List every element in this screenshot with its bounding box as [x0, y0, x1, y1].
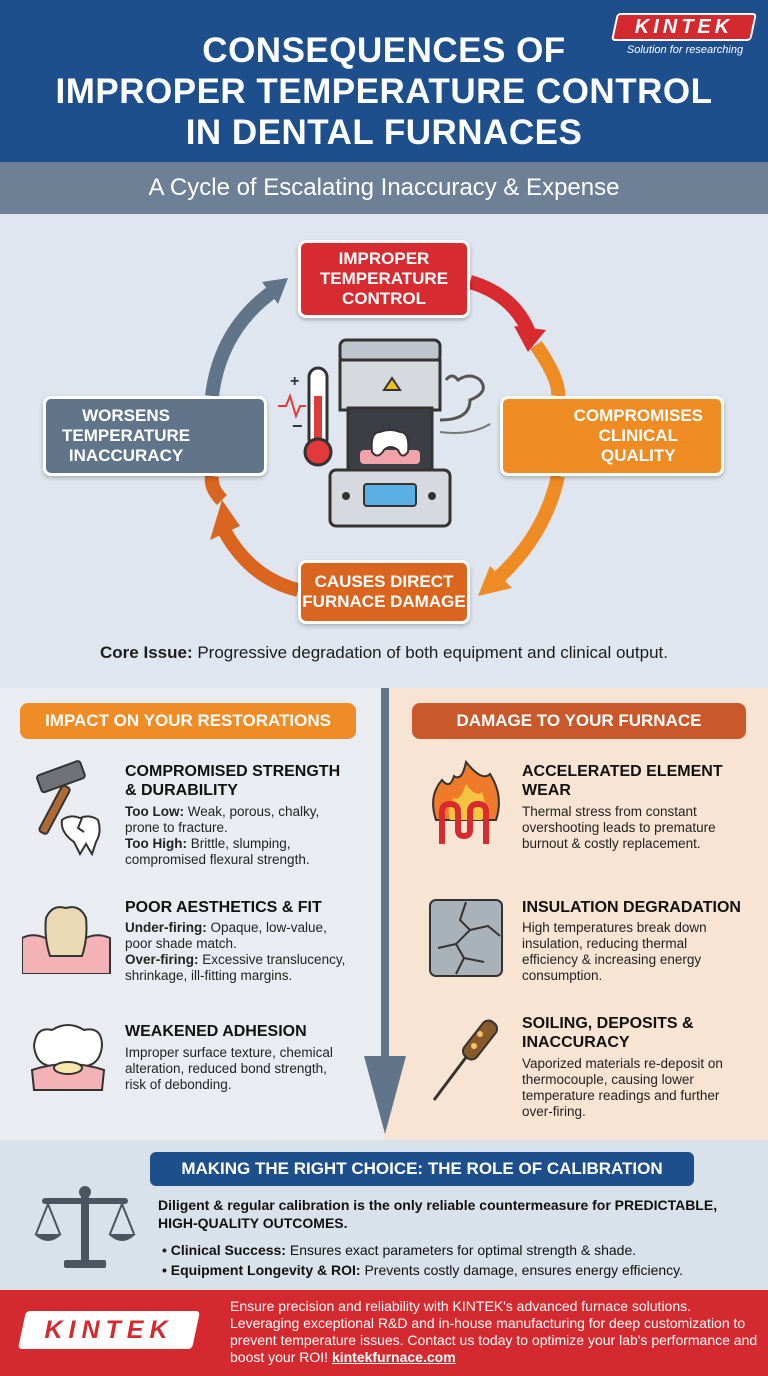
cracked-insulation-icon: [429, 899, 503, 977]
arrow-connector-right: [530, 341, 566, 397]
steam-icon: [439, 374, 485, 422]
page-subtitle: A Cycle of Escalating Inaccuracy & Expen…: [148, 174, 620, 201]
thermocouple-icon: [432, 1019, 499, 1101]
core-issue-text: Core Issue: Progressive degradation of b…: [100, 643, 668, 662]
logo-tagline: Solution for researching: [626, 44, 744, 56]
list-item: Equipment Longevity & ROI: Prevents cost…: [162, 1260, 758, 1280]
restoration-item-body-aesthetics: Under-firing: Opaque, low-value, poor sh…: [125, 920, 346, 983]
restorations-heading: IMPACT ON YOUR RESTORATIONS: [20, 703, 356, 739]
calibration-statement: Diligent & regular calibration is the on…: [158, 1197, 718, 1231]
arrow-top-right: [467, 275, 537, 338]
website-link[interactable]: kintekfurnace.com: [331, 1349, 456, 1365]
cycle-step-furnace-damage: CAUSES DIRECT FURNACE DAMAGE: [298, 560, 470, 624]
cycle-step-worsens-inaccuracy: WORSENS TEMPERATURE INACCURACY: [43, 396, 267, 476]
furnace-item-body-element-wear: Thermal stress from constant overshootin…: [522, 804, 716, 851]
arrow-head-top-right: [514, 326, 546, 352]
flame-element-icon: [432, 760, 500, 844]
arrow-head-bottom-left: [210, 500, 240, 540]
furnace-item-body-soiling: Vaporized materials re-deposit on thermo…: [522, 1056, 723, 1119]
restoration-item-title-adhesion: WEAKENED ADHESION: [125, 1023, 307, 1040]
cycle-step-improper-control: IMPROPER TEMPERATURE CONTROL: [298, 240, 470, 318]
tooth-gum-icon: [22, 906, 111, 974]
furnace-icon: [328, 338, 452, 528]
furnace-item-title-soiling: SOILING, DEPOSITS & INACCURACY: [522, 1015, 694, 1051]
arrow-bottom-left: [217, 526, 300, 597]
cycle-step-compromises-quality: COMPROMISES CLINICAL QUALITY: [500, 396, 724, 476]
thermometer-icon: + −: [278, 366, 333, 467]
scale-icon: [34, 1186, 136, 1268]
page-title: CONSEQUENCES OF IMPROPER TEMPERATURE CON…: [55, 31, 713, 152]
arrow-bottom-right: [493, 474, 565, 584]
cycle-diagram: + −: [196, 275, 571, 597]
arrow-head-bottom-right: [478, 566, 512, 596]
crown-icon: [30, 1024, 106, 1091]
restoration-item-body-adhesion: Improper surface texture, chemical alter…: [125, 1045, 333, 1092]
kintek-logo[interactable]: KINTEK: [611, 13, 757, 41]
arrow-head-top-left: [262, 278, 288, 304]
restoration-item-title-strength: COMPROMISED STRENGTH & DURABILITY: [125, 763, 341, 799]
down-arrow-icon: [364, 688, 406, 1134]
svg-text:+: +: [290, 373, 299, 390]
hammer-icon: [36, 760, 101, 856]
furnace-heading: DAMAGE TO YOUR FURNACE: [412, 703, 746, 739]
subtitle-bar: [0, 162, 768, 214]
arrow-top-left: [205, 286, 277, 397]
furnace-item-body-insulation: High temperatures break down insulation,…: [522, 920, 707, 983]
restoration-item-title-aesthetics: POOR AESTHETICS & FIT: [125, 899, 322, 916]
arrow-connector-left: [204, 474, 228, 505]
svg-text:−: −: [292, 416, 303, 436]
calibration-heading: MAKING THE RIGHT CHOICE: THE ROLE OF CAL…: [150, 1152, 694, 1186]
footer-cta-text: Ensure precision and reliability with KI…: [230, 1298, 758, 1365]
furnace-item-title-insulation: INSULATION DEGRADATION: [522, 899, 741, 916]
list-item: Clinical Success: Ensures exact paramete…: [162, 1240, 758, 1260]
calibration-benefits-list: Clinical Success: Ensures exact paramete…: [162, 1240, 758, 1280]
furnace-item-title-element-wear: ACCELERATED ELEMENT WEAR: [522, 763, 723, 799]
restoration-item-body-strength: Too Low: Weak, porous, chalky, prone to …: [125, 804, 320, 867]
footer-kintek-logo[interactable]: KINTEK: [17, 1311, 201, 1349]
